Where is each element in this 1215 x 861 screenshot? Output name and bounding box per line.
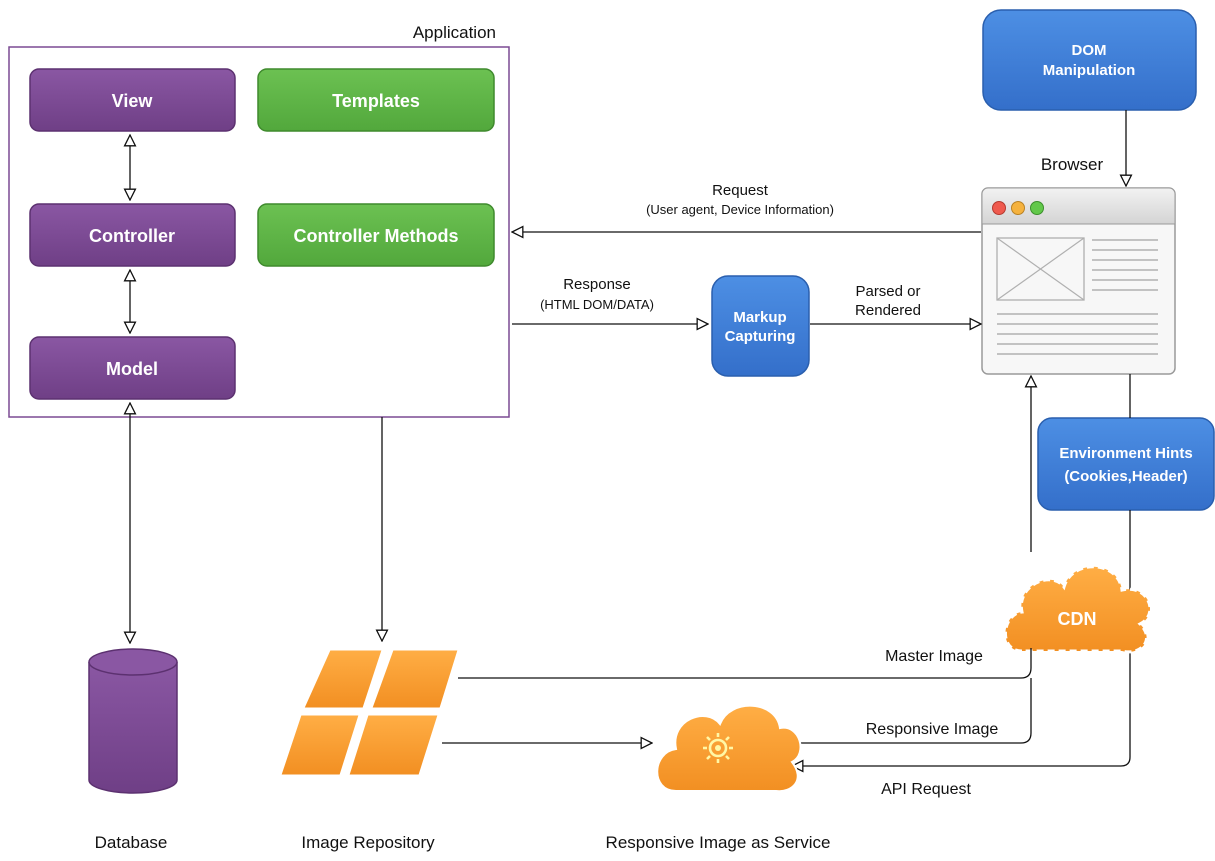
- image-placeholder-icon: [996, 237, 1085, 301]
- request-detail: (User agent, Device Information): [646, 202, 834, 217]
- dom-manipulation-box: DOM Manipulation: [982, 9, 1197, 111]
- responsive-service-caption: Responsive Image as Service: [606, 833, 831, 852]
- application-title: Application: [413, 23, 496, 42]
- image-repository-caption: Image Repository: [301, 833, 435, 852]
- database-caption: Database: [95, 833, 168, 852]
- browser-close-dot: [992, 201, 1006, 215]
- browser-title: Browser: [1041, 155, 1104, 174]
- master-image-label: Master Image: [885, 648, 983, 665]
- parsed-label-line1: Parsed or: [855, 283, 920, 300]
- responsive-image-line: [780, 678, 1032, 744]
- cdn-cloud: CDN: [1004, 565, 1152, 654]
- markup-capturing-box: Markup Capturing: [711, 275, 810, 377]
- markup-capturing-line1: Markup: [733, 309, 786, 326]
- parsed-label-line2: Rendered: [855, 302, 921, 319]
- view-box: View: [29, 68, 236, 132]
- controller-methods-box: Controller Methods: [257, 203, 495, 267]
- controller-methods-label: Controller Methods: [294, 226, 459, 246]
- model-box: Model: [29, 336, 236, 400]
- browser-maximize-dot: [1030, 201, 1044, 215]
- environment-hints-line2: (Cookies,Header): [1064, 468, 1187, 485]
- database-icon: [88, 648, 178, 794]
- model-label: Model: [106, 359, 158, 379]
- templates-label: Templates: [332, 91, 420, 111]
- response-detail: (HTML DOM/DATA): [540, 297, 654, 312]
- master-image-line: [458, 648, 1032, 679]
- request-label: Request: [712, 182, 769, 199]
- dom-manipulation-line1: DOM: [1072, 42, 1107, 59]
- browser-minimize-dot: [1011, 201, 1025, 215]
- controller-box: Controller: [29, 203, 236, 267]
- image-repository-icon: [280, 649, 459, 776]
- cdn-label: CDN: [1058, 609, 1097, 629]
- text-lines-icon: [997, 239, 1158, 355]
- browser-window-icon: [981, 187, 1176, 375]
- controller-label: Controller: [89, 226, 175, 246]
- templates-box: Templates: [257, 68, 495, 132]
- environment-hints-box: Environment Hints (Cookies,Header): [1037, 417, 1215, 511]
- responsive-image-label: Responsive Image: [866, 721, 999, 738]
- markup-capturing-line2: Capturing: [725, 328, 796, 345]
- api-request-label: API Request: [881, 781, 971, 798]
- dom-manipulation-line2: Manipulation: [1043, 62, 1136, 79]
- api-request-arrow: [792, 510, 1131, 766]
- view-label: View: [112, 91, 154, 111]
- environment-hints-line1: Environment Hints: [1059, 445, 1192, 462]
- responsive-service-cloud: [656, 704, 802, 793]
- gear-icon: [703, 733, 733, 763]
- response-label: Response: [563, 276, 631, 293]
